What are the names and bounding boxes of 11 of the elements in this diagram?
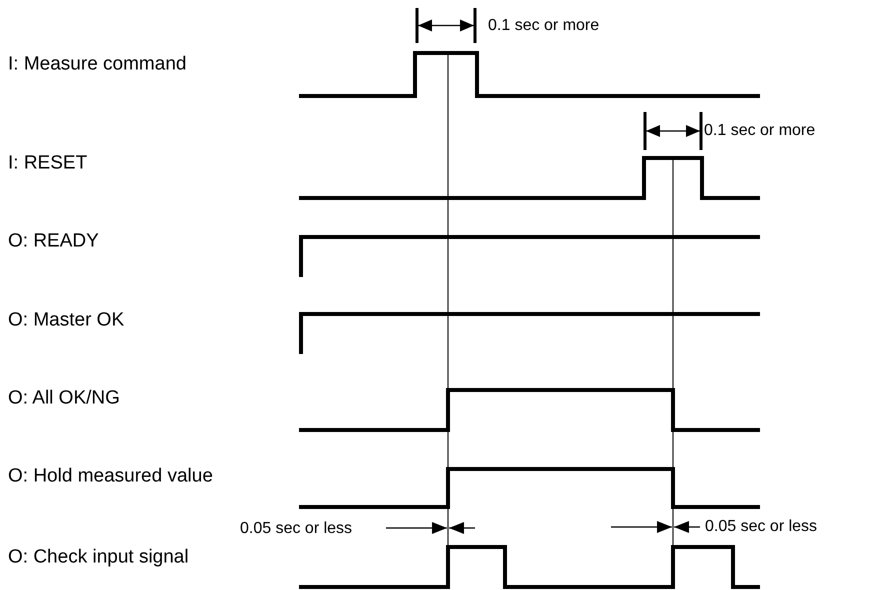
signal-label: I: Measure command [8, 54, 186, 74]
signal-label: I: RESET [8, 154, 88, 172]
dimension-label: 0.1 sec or more [704, 123, 816, 139]
signal-label: O: Check input signal [8, 548, 189, 566]
dimension-label: 0.1 sec or more [488, 18, 600, 34]
signal-label: O: Master OK [8, 310, 124, 330]
signal-label: O: Hold measured value [8, 466, 213, 486]
signal-label: O: READY [8, 232, 99, 250]
dimension-label: 0.05 sec or less [240, 521, 352, 537]
dimension-label: 0.05 sec or less [705, 519, 818, 535]
signal-label: O: All OK/NG [8, 388, 120, 408]
